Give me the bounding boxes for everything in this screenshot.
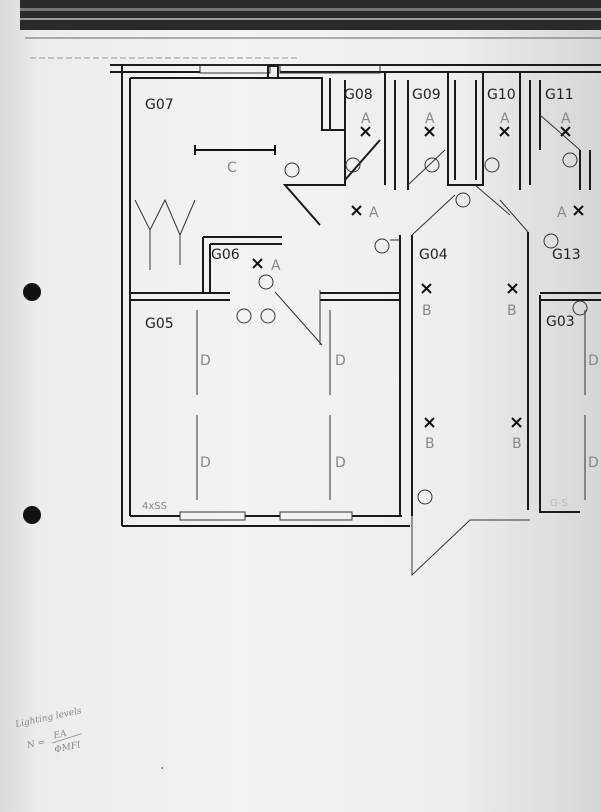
punch-hole bbox=[23, 506, 41, 524]
scan-stripe bbox=[20, 18, 601, 20]
room-label-g05: G05 bbox=[145, 316, 174, 332]
fixture-letter-b: B bbox=[425, 436, 435, 452]
fixture-letter-b: B bbox=[422, 303, 432, 319]
room-label-g10: G10 bbox=[487, 87, 516, 103]
annotation-gs: G-S bbox=[550, 498, 568, 509]
fixture-letter-d: D bbox=[335, 353, 346, 369]
note-denominator: ΦMFI bbox=[54, 740, 82, 755]
scan-stripe bbox=[20, 8, 601, 11]
fixture-letter-d: D bbox=[200, 353, 211, 369]
fixture-letter-a: A bbox=[361, 111, 371, 127]
note-formula-lhs: N = bbox=[25, 738, 46, 752]
interior-walls bbox=[130, 194, 601, 577]
fixture-letter-d: D bbox=[588, 455, 599, 471]
fixture-letter-c: C bbox=[227, 160, 237, 176]
fixture-letter-d: D bbox=[588, 353, 599, 369]
fixture-letter-a: A bbox=[561, 111, 571, 127]
cross-marks bbox=[252, 126, 584, 428]
note-title: Lighting levels bbox=[14, 706, 83, 730]
room-label-g08: G08 bbox=[344, 87, 373, 103]
scan-top-band bbox=[20, 0, 601, 30]
fixture-letter-a: A bbox=[425, 111, 435, 127]
fixture-letter-b: B bbox=[512, 436, 522, 452]
fixture-letter-d: D bbox=[335, 455, 346, 471]
room-label-g13: G13 bbox=[552, 247, 581, 263]
room-label-g11: G11 bbox=[545, 87, 574, 103]
annotation-4xss: 4xSS bbox=[142, 501, 167, 512]
fixture-letter-a: A bbox=[500, 111, 510, 127]
sensor-symbols bbox=[236, 152, 588, 505]
fixture-letter-b: B bbox=[507, 303, 517, 319]
note-numerator: EA bbox=[52, 729, 68, 742]
luminaires bbox=[194, 126, 588, 505]
room-label-g03: G03 bbox=[546, 314, 575, 330]
room-label-g09: G09 bbox=[412, 87, 441, 103]
fixture-letter-a: A bbox=[369, 205, 379, 221]
fixture-letter-d: D bbox=[200, 455, 211, 471]
punch-hole bbox=[23, 283, 41, 301]
room-label-g04: G04 bbox=[419, 247, 448, 263]
fixture-letter-a: A bbox=[271, 258, 281, 274]
handwritten-note: Lighting levels N = EA ΦMFI bbox=[14, 706, 83, 755]
toilet-stalls bbox=[329, 72, 591, 216]
room-labels: G07 G08 G09 G10 G11 G06 G04 G13 G05 G03 bbox=[145, 87, 581, 332]
fixture-letters: C A A A A A A A B B B B D D D D D D 4xSS… bbox=[142, 111, 599, 512]
room-label-g07: G07 bbox=[145, 97, 174, 113]
speck bbox=[161, 767, 163, 769]
room-label-g06: G06 bbox=[211, 247, 240, 263]
fixture-letter-a: A bbox=[557, 205, 567, 221]
